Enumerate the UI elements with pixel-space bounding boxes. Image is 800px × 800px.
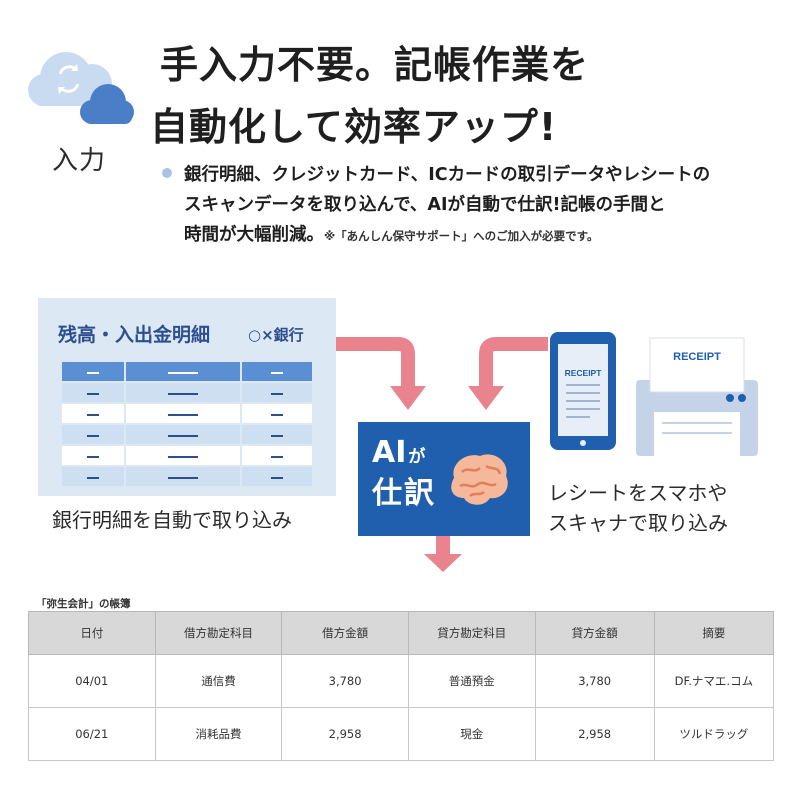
description-line-3: 時間が大幅削減。 <box>184 225 324 245</box>
receipt-scan-caption-line-2: スキャナで取り込み <box>548 511 728 535</box>
arrow-bank-to-ai-head <box>390 386 426 410</box>
receipt-scan-caption-line-1: レシートをスマホや <box>548 481 728 505</box>
date-cell: 04/01 <box>28 654 156 708</box>
table-row: 06/21 消耗品費 2,958 現金 2,958 ツルドラッグ <box>28 707 775 761</box>
ledger-table: 日付 借方勘定科目 借方金額 貸方勘定科目 貸方金額 摘要 04/01 通信費 … <box>28 611 775 761</box>
bank-statement-title: 残高・入出金明細 <box>58 324 211 346</box>
column-header: 貸方金額 <box>534 611 655 655</box>
column-header: 借方金額 <box>281 611 409 655</box>
ledger-header-row: 日付 借方勘定科目 借方金額 貸方勘定科目 貸方金額 摘要 <box>28 611 775 655</box>
column-header: 摘要 <box>653 611 775 655</box>
debit-account-cell: 消耗品費 <box>154 707 283 761</box>
table-row: 04/01 通信費 3,780 普通預金 3,780 DF.ナマエ.コム <box>28 654 775 708</box>
receipt-scan-caption: レシートをスマホや スキャナで取り込み <box>548 478 728 538</box>
arrow-receipt-to-ai <box>479 337 548 388</box>
memo-cell: ツルドラッグ <box>653 707 775 761</box>
credit-amount-cell: 2,958 <box>534 707 655 761</box>
headline-line-1: 手入力不要。記帳作業を <box>145 40 589 90</box>
arrow-receipt-to-ai-head <box>468 386 504 410</box>
description: 銀行明細、クレジットカード、ICカードの取引データやレシートの スキャンデータを… <box>162 160 782 251</box>
headline-line-2: 自動化して効率アップ! <box>143 102 589 152</box>
bank-statement-panel: 残高・入出金明細 ○×銀行 <box>38 298 336 496</box>
headline: 手入力不要。記帳作業を 自動化して効率アップ! <box>143 40 589 152</box>
ledger-caption: 「弥生会計」の帳簿 <box>36 598 131 610</box>
cloud-sync-icon <box>28 52 134 124</box>
smartphone-icon: RECEIPT <box>550 332 616 450</box>
description-note: ※「あんしん保守サポート」へのご加入が必要です。 <box>324 229 599 243</box>
credit-account-cell: 現金 <box>407 707 536 761</box>
ai-label-suffix: が <box>408 447 426 467</box>
bank-name: ○×銀行 <box>248 326 304 344</box>
column-header: 借方勘定科目 <box>154 611 283 655</box>
date-cell: 06/21 <box>28 707 156 761</box>
printer-receipt-label: RECEIPT <box>673 351 721 363</box>
brain-icon <box>451 454 508 505</box>
input-section-label: 入力 <box>52 146 107 176</box>
arrow-bank-to-ai <box>336 337 415 388</box>
memo-cell: DF.ナマエ.コム <box>653 654 775 708</box>
journal-label: 仕訳 <box>372 476 436 511</box>
debit-amount-cell: 3,780 <box>281 654 409 708</box>
column-header: 貸方勘定科目 <box>407 611 536 655</box>
bullet-icon <box>162 168 172 178</box>
phone-receipt-label: RECEIPT <box>565 368 603 378</box>
description-line-1: 銀行明細、クレジットカード、ICカードの取引データやレシートの <box>184 165 711 185</box>
arrow-ai-to-ledger <box>436 536 450 556</box>
credit-amount-cell: 3,780 <box>534 654 655 708</box>
description-line-2: スキャンデータを取り込んで、AIが自動で仕訳!記帳の手間と <box>184 195 666 215</box>
debit-amount-cell: 2,958 <box>281 707 409 761</box>
credit-account-cell: 普通預金 <box>407 654 536 708</box>
debit-account-cell: 通信費 <box>154 654 283 708</box>
column-header: 日付 <box>28 611 156 655</box>
ai-label: AI <box>372 435 407 470</box>
scanner-icon: RECEIPT <box>636 337 758 456</box>
arrow-ai-to-ledger-head <box>424 554 462 572</box>
bank-statement-mini-table <box>60 360 314 488</box>
bank-import-caption: 銀行明細を自動で取り込み <box>52 508 292 532</box>
